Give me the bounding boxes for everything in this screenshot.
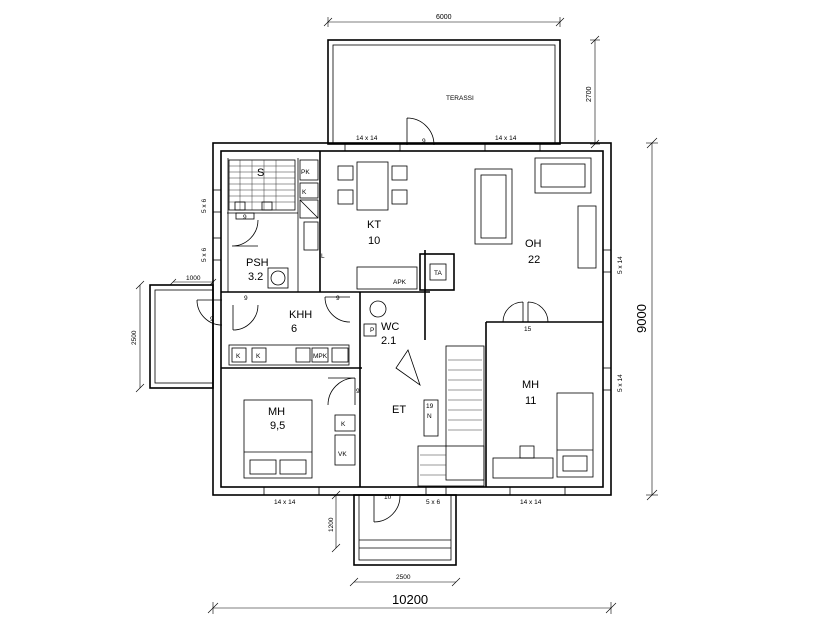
sauna: S bbox=[228, 159, 296, 211]
door-entry-width: 10 bbox=[384, 494, 392, 501]
room-name-psh: PSH bbox=[246, 257, 269, 269]
window-left-2: 5 x 6 bbox=[201, 248, 208, 262]
window-top-right: 14 x 14 bbox=[495, 135, 517, 142]
interior-walls: TA bbox=[221, 151, 603, 487]
mpk-label: MPK bbox=[313, 353, 328, 360]
window-right-2: 5 x 14 bbox=[617, 374, 624, 392]
window-top-left: 14 x 14 bbox=[356, 135, 378, 142]
l-label: L bbox=[321, 253, 325, 260]
door-side-width: 9 bbox=[210, 316, 214, 323]
et-wardrobes: K VK bbox=[334, 414, 356, 466]
dim-terrace-width: 6000 bbox=[436, 14, 452, 21]
room-name-oh: OH bbox=[525, 238, 542, 250]
room-area-khh: 6 bbox=[291, 323, 297, 335]
door-terrace-width: 9 bbox=[422, 138, 426, 145]
entry-steps bbox=[353, 494, 457, 566]
door-mh-width: 9 bbox=[356, 388, 360, 395]
bed-left bbox=[243, 399, 313, 479]
room-name-khh: KHH bbox=[289, 309, 312, 321]
window-bottom-left: 14 x 14 bbox=[274, 499, 296, 506]
bed-right bbox=[492, 392, 594, 479]
room-area-mh1: 11 bbox=[525, 395, 536, 407]
wc-p-label: P bbox=[370, 327, 374, 334]
kitchen-appliances-left: PK K L bbox=[299, 159, 325, 260]
vk-label: VK bbox=[338, 451, 347, 458]
room-area-mh2: 9,5 bbox=[270, 420, 285, 432]
terrace-label: TERASSI bbox=[446, 95, 474, 102]
stairs-count: 19 bbox=[426, 403, 434, 410]
dim-side-porch-width: 1000 bbox=[186, 275, 201, 282]
window-left-1: 5 x 6 bbox=[201, 199, 208, 213]
dimension-lines: 6000 2700 9000 10200 1000 2500 bbox=[131, 14, 658, 614]
window-right-1: 5 x 14 bbox=[617, 256, 624, 274]
window-bottom-mid: 5 x 6 bbox=[426, 499, 440, 506]
door-psh-width: 9 bbox=[243, 214, 247, 221]
pk-label: PK bbox=[301, 169, 310, 176]
room-area-psh: 3.2 bbox=[248, 271, 263, 283]
room-name-mh2: MH bbox=[268, 406, 285, 418]
dim-entry-width: 2500 bbox=[396, 574, 411, 581]
door-khh-width: 9 bbox=[244, 295, 248, 302]
dining-set bbox=[337, 161, 408, 211]
room-name-et: ET bbox=[392, 404, 406, 416]
wc-fixtures: P bbox=[363, 300, 387, 337]
room-name-mh1: MH bbox=[522, 379, 539, 391]
room-area-oh: 22 bbox=[528, 254, 540, 266]
terrace: TERASSI bbox=[327, 39, 561, 145]
room-name-kt: KT bbox=[367, 219, 381, 231]
k-label-1: K bbox=[302, 189, 307, 196]
dim-total-width: 10200 bbox=[392, 592, 428, 607]
dim-entry-depth: 1200 bbox=[328, 517, 335, 532]
k-label-2: K bbox=[236, 353, 241, 360]
dim-side-porch-depth: 2500 bbox=[131, 330, 138, 345]
room-area-wc: 2.1 bbox=[381, 335, 396, 347]
fireplace-label: TA bbox=[434, 270, 442, 277]
khh-fixtures bbox=[228, 344, 350, 366]
stairs-mark: N bbox=[427, 413, 432, 420]
living-furniture bbox=[474, 157, 597, 269]
stairs: 19 N bbox=[420, 359, 482, 476]
psh-fixtures bbox=[235, 212, 289, 289]
room-area-kt: 10 bbox=[368, 235, 380, 247]
dim-terrace-depth: 2700 bbox=[586, 86, 593, 102]
room-name-wc: WC bbox=[381, 321, 399, 333]
doors: 9 9 9 9 9 9 10 15 bbox=[196, 117, 549, 523]
k-label-3: K bbox=[256, 353, 261, 360]
k-label-4: K bbox=[341, 421, 346, 428]
door-oh-mh-width: 15 bbox=[524, 326, 532, 333]
apk-label: APK bbox=[393, 279, 407, 286]
door-wc-width: 9 bbox=[336, 295, 340, 302]
side-porch bbox=[149, 284, 214, 389]
window-bottom-right: 14 x 14 bbox=[520, 499, 542, 506]
sauna-label: S bbox=[257, 167, 264, 179]
dim-total-depth: 9000 bbox=[634, 304, 649, 333]
windows: 14 x 14 14 x 14 14 x 14 14 x 14 5 x 6 5 … bbox=[201, 135, 624, 506]
